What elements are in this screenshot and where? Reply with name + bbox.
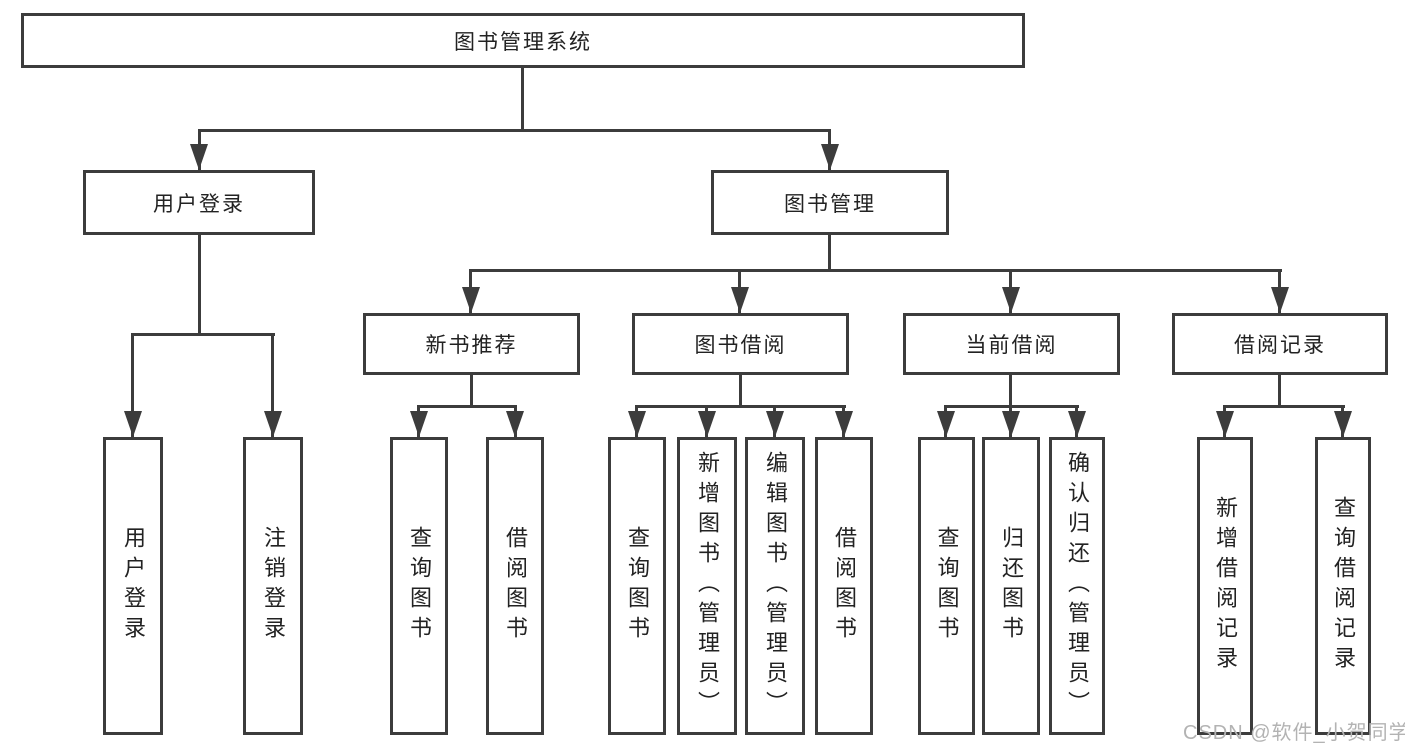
arrowhead-icon	[1216, 411, 1234, 437]
node-current-borrow-label: 当前借阅	[965, 334, 1058, 357]
leaf-add-books-admin: 新增图书（管理员）	[677, 437, 737, 735]
node-user-login: 用户登录	[83, 170, 315, 235]
leaf-add-borrow-record-label: 新增借阅记录	[1213, 496, 1238, 676]
leaf-query-borrow-record-label: 查询借阅记录	[1331, 496, 1356, 676]
arrowhead-icon	[410, 411, 428, 437]
arrowhead-icon	[462, 287, 480, 313]
node-new-book-recommend-label: 新书推荐	[425, 334, 518, 357]
leaf-add-borrow-record: 新增借阅记录	[1197, 437, 1253, 735]
arrowhead-icon	[1271, 287, 1289, 313]
node-root: 图书管理系统	[21, 13, 1025, 68]
arrowhead-icon	[1068, 411, 1086, 437]
arrowhead-icon	[124, 411, 142, 437]
node-root-label: 图书管理系统	[454, 30, 592, 54]
connector-line	[271, 333, 274, 437]
arrowhead-icon	[731, 287, 749, 313]
connector-line	[828, 235, 831, 272]
node-current-borrow: 当前借阅	[903, 313, 1120, 375]
leaf-edit-books-admin-label: 编辑图书（管理员）	[763, 451, 788, 721]
leaf-return-books: 归还图书	[982, 437, 1040, 735]
arrowhead-icon	[628, 411, 646, 437]
leaf-add-books-admin-label: 新增图书（管理员）	[695, 451, 720, 721]
leaf-recommend-query-books: 查询图书	[390, 437, 448, 735]
connector-line	[521, 68, 524, 132]
node-book-management-label: 图书管理	[784, 192, 876, 216]
leaf-user-login: 用户登录	[103, 437, 163, 735]
leaf-confirm-return-admin-label: 确认归还（管理员）	[1065, 451, 1090, 721]
arrowhead-icon	[835, 411, 853, 437]
arrowhead-icon	[1002, 287, 1020, 313]
leaf-user-login-label: 用户登录	[121, 526, 146, 646]
arrowhead-icon	[264, 411, 282, 437]
leaf-logout-label: 注销登录	[261, 526, 286, 646]
leaf-edit-books-admin: 编辑图书（管理员）	[745, 437, 805, 735]
arrowhead-icon	[698, 411, 716, 437]
leaf-current-query-books: 查询图书	[918, 437, 975, 735]
leaf-return-books-label: 归还图书	[999, 526, 1024, 646]
csdn-watermark: CSDN @软件_小贺同学	[1183, 722, 1405, 744]
leaf-current-query-books-label: 查询图书	[934, 526, 960, 646]
node-new-book-recommend: 新书推荐	[363, 313, 580, 375]
connector-line	[636, 405, 846, 408]
connector-line	[739, 375, 742, 408]
node-book-borrow-label: 图书借阅	[694, 334, 787, 357]
leaf-recommend-query-books-label: 查询图书	[407, 526, 432, 646]
arrowhead-icon	[766, 411, 784, 437]
connector-line	[470, 269, 1282, 272]
connector-line	[470, 375, 473, 408]
connector-line	[198, 129, 831, 132]
arrowhead-icon	[1002, 411, 1020, 437]
arrowhead-icon	[1334, 411, 1352, 437]
node-borrow-records-label: 借阅记录	[1234, 334, 1326, 357]
arrowhead-icon	[937, 411, 955, 437]
leaf-recommend-borrow-books: 借阅图书	[486, 437, 544, 735]
leaf-confirm-return-admin: 确认归还（管理员）	[1049, 437, 1105, 735]
connector-line	[1009, 375, 1012, 408]
leaf-borrow-books: 借阅图书	[815, 437, 873, 735]
leaf-logout: 注销登录	[243, 437, 303, 735]
node-book-management: 图书管理	[711, 170, 949, 235]
connector-line	[131, 333, 134, 437]
connector-line	[418, 405, 517, 408]
arrowhead-icon	[821, 144, 839, 170]
node-book-borrow: 图书借阅	[632, 313, 849, 375]
connector-line	[1278, 375, 1281, 408]
leaf-recommend-borrow-books-label: 借阅图书	[503, 526, 528, 646]
leaf-borrow-query-books-label: 查询图书	[625, 526, 650, 646]
leaf-query-borrow-record: 查询借阅记录	[1315, 437, 1371, 735]
node-user-login-label: 用户登录	[153, 192, 245, 216]
connector-line	[1223, 405, 1345, 408]
leaf-borrow-books-label: 借阅图书	[832, 526, 857, 646]
connector-line	[132, 333, 275, 336]
connector-line	[198, 235, 201, 336]
arrowhead-icon	[190, 144, 208, 170]
node-borrow-records: 借阅记录	[1172, 313, 1388, 375]
leaf-borrow-query-books: 查询图书	[608, 437, 666, 735]
arrowhead-icon	[506, 411, 524, 437]
